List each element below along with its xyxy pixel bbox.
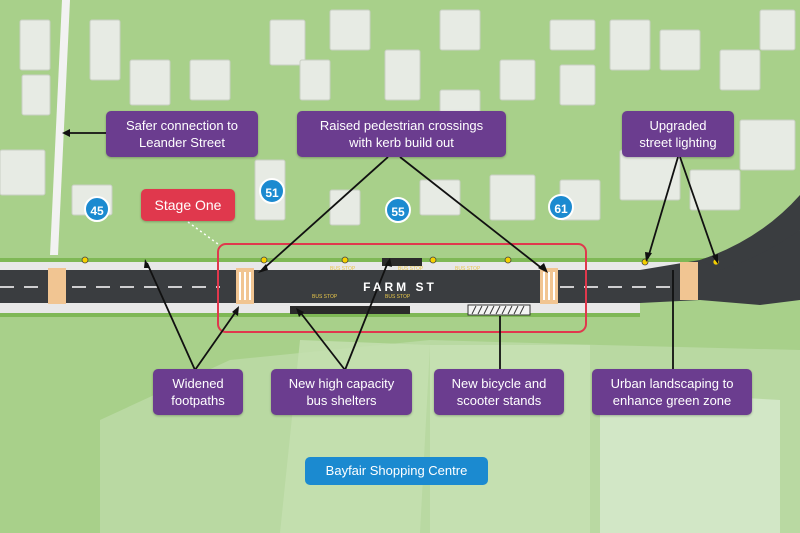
road-marking: BUS STOP xyxy=(330,266,356,272)
svg-text:BUS STOP: BUS STOP xyxy=(385,294,411,300)
callout-street-lighting: Upgraded street lighting xyxy=(622,111,734,157)
callout-bicycle-stands: New bicycle and scooter stands xyxy=(434,369,564,415)
houses xyxy=(0,9,796,226)
stage-one-label: Stage One xyxy=(141,189,235,221)
bus-shelter-south xyxy=(290,306,410,314)
house-number-badge: 55 xyxy=(385,197,411,223)
callout-bus-shelters: New high capacity bus shelters xyxy=(271,369,412,415)
bayfair-shopping-centre-label: Bayfair Shopping Centre xyxy=(305,457,488,485)
svg-text:BUS STOP: BUS STOP xyxy=(398,266,424,272)
house-number-badge: 45 xyxy=(84,196,110,222)
shopping-building xyxy=(600,390,780,533)
callout-widened-footpaths: Widened footpaths xyxy=(153,369,243,415)
stage-one-boundary xyxy=(217,243,587,333)
callout-leander-street: Safer connection to Leander Street xyxy=(106,111,258,157)
svg-text:BUS STOP: BUS STOP xyxy=(455,266,481,272)
svg-text:BUS STOP: BUS STOP xyxy=(312,294,338,300)
callout-urban-landscaping: Urban landscaping to enhance green zone xyxy=(592,369,752,415)
street-lights xyxy=(81,256,720,266)
house-number-badge: 61 xyxy=(548,194,574,220)
callout-raised-crossings: Raised pedestrian crossings with kerb bu… xyxy=(297,111,506,157)
bicycle-stands xyxy=(467,304,531,316)
leader-lines xyxy=(64,132,717,371)
house-number-badge: 51 xyxy=(259,178,285,204)
leader-arrowheads xyxy=(62,129,718,317)
leander-street xyxy=(50,0,70,255)
street-name-label: FARM ST xyxy=(363,280,437,294)
bus-shelter-north xyxy=(382,258,422,266)
